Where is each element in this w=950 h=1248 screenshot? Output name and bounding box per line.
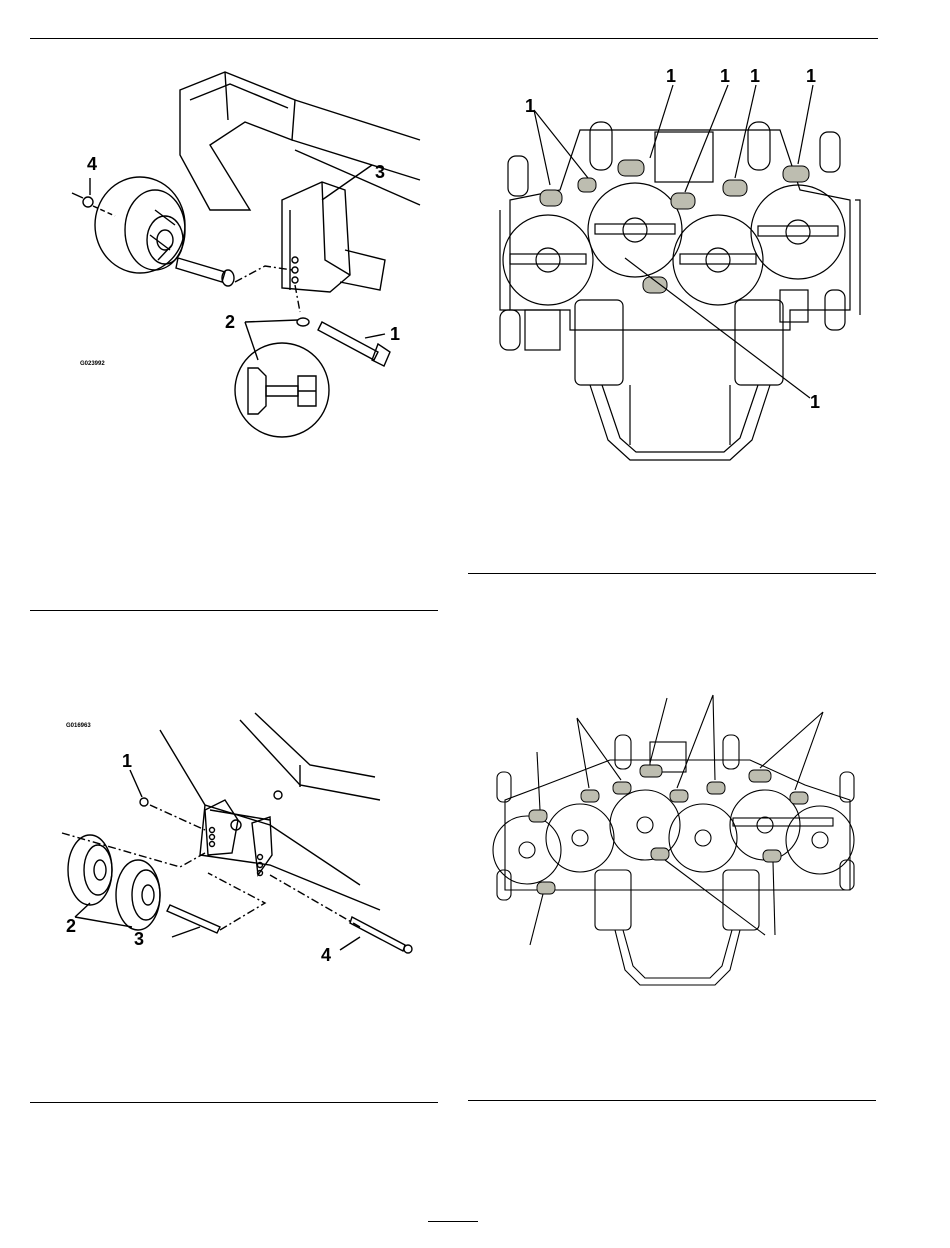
figure3-bottom-rule bbox=[468, 573, 876, 574]
figure1-callout-2: 2 bbox=[225, 312, 235, 332]
figure2-graphic-code: G016963 bbox=[66, 723, 91, 729]
figure3-callout-1f: 1 bbox=[810, 392, 820, 412]
tractor-frame bbox=[615, 930, 740, 985]
cutting-deck-2 bbox=[588, 183, 682, 277]
page-number-rule bbox=[428, 1221, 478, 1222]
figure1-callout-3: 3 bbox=[375, 162, 385, 182]
figure3-callout-1a: 1 bbox=[525, 96, 535, 116]
nut bbox=[83, 197, 93, 207]
bolt bbox=[318, 322, 378, 360]
figure3-callout-1e: 1 bbox=[806, 66, 816, 86]
washer-detail-circle bbox=[235, 343, 329, 437]
figure2-callout-4: 4 bbox=[321, 945, 331, 965]
bracket-hole bbox=[292, 257, 298, 263]
caster-mount-left bbox=[205, 800, 238, 855]
figure2-callout-2: 2 bbox=[66, 916, 76, 936]
figure1-callout-1: 1 bbox=[390, 324, 400, 344]
side-caster bbox=[508, 156, 528, 196]
front-caster bbox=[590, 122, 612, 170]
figure4-bottom-rule bbox=[468, 1100, 876, 1101]
drive-tire-left bbox=[595, 870, 631, 930]
caster-bracket bbox=[282, 182, 350, 292]
spacer-tube bbox=[176, 258, 225, 282]
figure1-caster-wheel-diagram: 4 3 2 1 G023992 bbox=[60, 60, 430, 440]
cutting-deck-1 bbox=[493, 816, 561, 884]
figure2-callout-1: 1 bbox=[122, 751, 132, 771]
washer bbox=[297, 318, 309, 326]
figure2-dual-caster-diagram: 1 2 3 4 G016963 bbox=[60, 705, 430, 975]
cutting-deck-3 bbox=[673, 215, 763, 305]
tractor-frame bbox=[590, 385, 770, 460]
grease-pad bbox=[540, 190, 562, 206]
figure2-bottom-rule bbox=[30, 1102, 438, 1103]
long-bolt bbox=[350, 917, 405, 951]
figure4-mower-six-deck-diagram bbox=[485, 690, 870, 990]
cutting-deck-3 bbox=[610, 790, 680, 860]
figure3-mower-top-view-diagram: 1 1 1 1 1 1 bbox=[480, 60, 870, 470]
front-caster bbox=[615, 735, 631, 769]
figure3-callout-1d: 1 bbox=[750, 66, 760, 86]
figure3-callout-1b: 1 bbox=[666, 66, 676, 86]
caster-wheel bbox=[95, 177, 185, 273]
cutting-deck-4 bbox=[669, 804, 737, 872]
drive-tire-right bbox=[723, 870, 759, 930]
cutting-deck-4 bbox=[751, 185, 845, 279]
nut bbox=[140, 798, 148, 806]
figure1-bottom-rule bbox=[30, 610, 438, 611]
header-rule bbox=[30, 38, 878, 39]
figure1-graphic-code: G023992 bbox=[80, 361, 105, 367]
grease-pad bbox=[529, 810, 547, 822]
cutting-deck-2 bbox=[546, 804, 614, 872]
figure2-callout-3: 3 bbox=[134, 929, 144, 949]
cutting-deck-1 bbox=[503, 215, 593, 305]
drive-tire-left bbox=[575, 300, 623, 385]
figure3-callout-1c: 1 bbox=[720, 66, 730, 86]
figure1-callout-4: 4 bbox=[87, 154, 97, 174]
